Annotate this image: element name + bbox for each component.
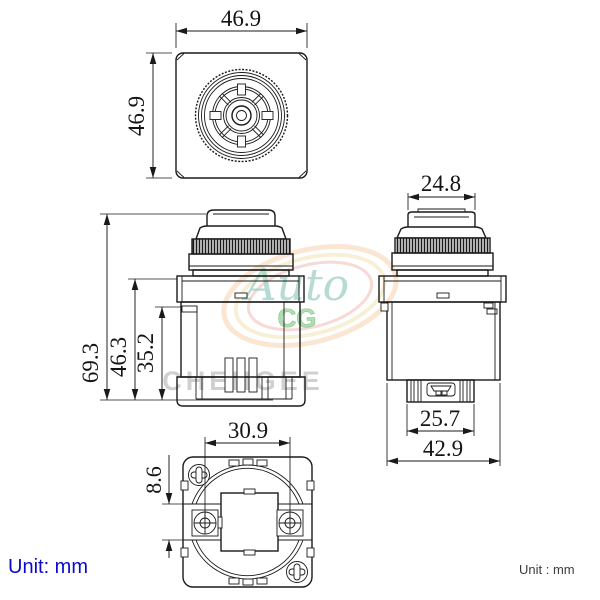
center-opening (216, 488, 283, 556)
unit-label-secondary: Unit : mm (519, 562, 575, 577)
dim-screw-spacing: 30.9 (204, 418, 291, 520)
svg-text:46.9: 46.9 (124, 96, 149, 136)
svg-text:69.3: 69.3 (78, 343, 103, 383)
svg-text:35.2: 35.2 (133, 333, 158, 373)
svg-text:25.7: 25.7 (420, 406, 460, 431)
svg-text:46.9: 46.9 (221, 6, 261, 31)
svg-text:42.9: 42.9 (423, 436, 463, 461)
bottom-view (180, 456, 315, 588)
svg-text:24.8: 24.8 (421, 171, 461, 196)
front-view (176, 209, 306, 407)
svg-text:8.6: 8.6 (141, 466, 166, 494)
dim-cap-width: 24.8 (407, 171, 476, 210)
unit-label-primary: Unit: mm (8, 556, 88, 578)
dim-total-height: 69.3 (78, 213, 273, 401)
dim-top-width: 46.9 (175, 6, 308, 48)
dim-body-width: 42.9 (386, 383, 501, 466)
dim-housing-height: 46.3 (106, 278, 177, 400)
watermark-cg-text: CG (278, 303, 317, 333)
top-view (175, 52, 308, 179)
dim-screw-offset: 8.6 (141, 455, 184, 558)
dim-lower-height: 35.2 (133, 306, 181, 400)
corner-screw-top-left (188, 464, 210, 486)
svg-text:30.9: 30.9 (228, 418, 268, 443)
corner-screw-bottom-right (286, 561, 308, 583)
dim-mount-width: 25.7 (406, 404, 475, 436)
mount-latch (426, 382, 456, 397)
dim-top-height: 46.9 (124, 52, 172, 179)
svg-text:46.3: 46.3 (106, 337, 131, 377)
buzzer-face (194, 68, 289, 163)
side-view (378, 208, 507, 403)
